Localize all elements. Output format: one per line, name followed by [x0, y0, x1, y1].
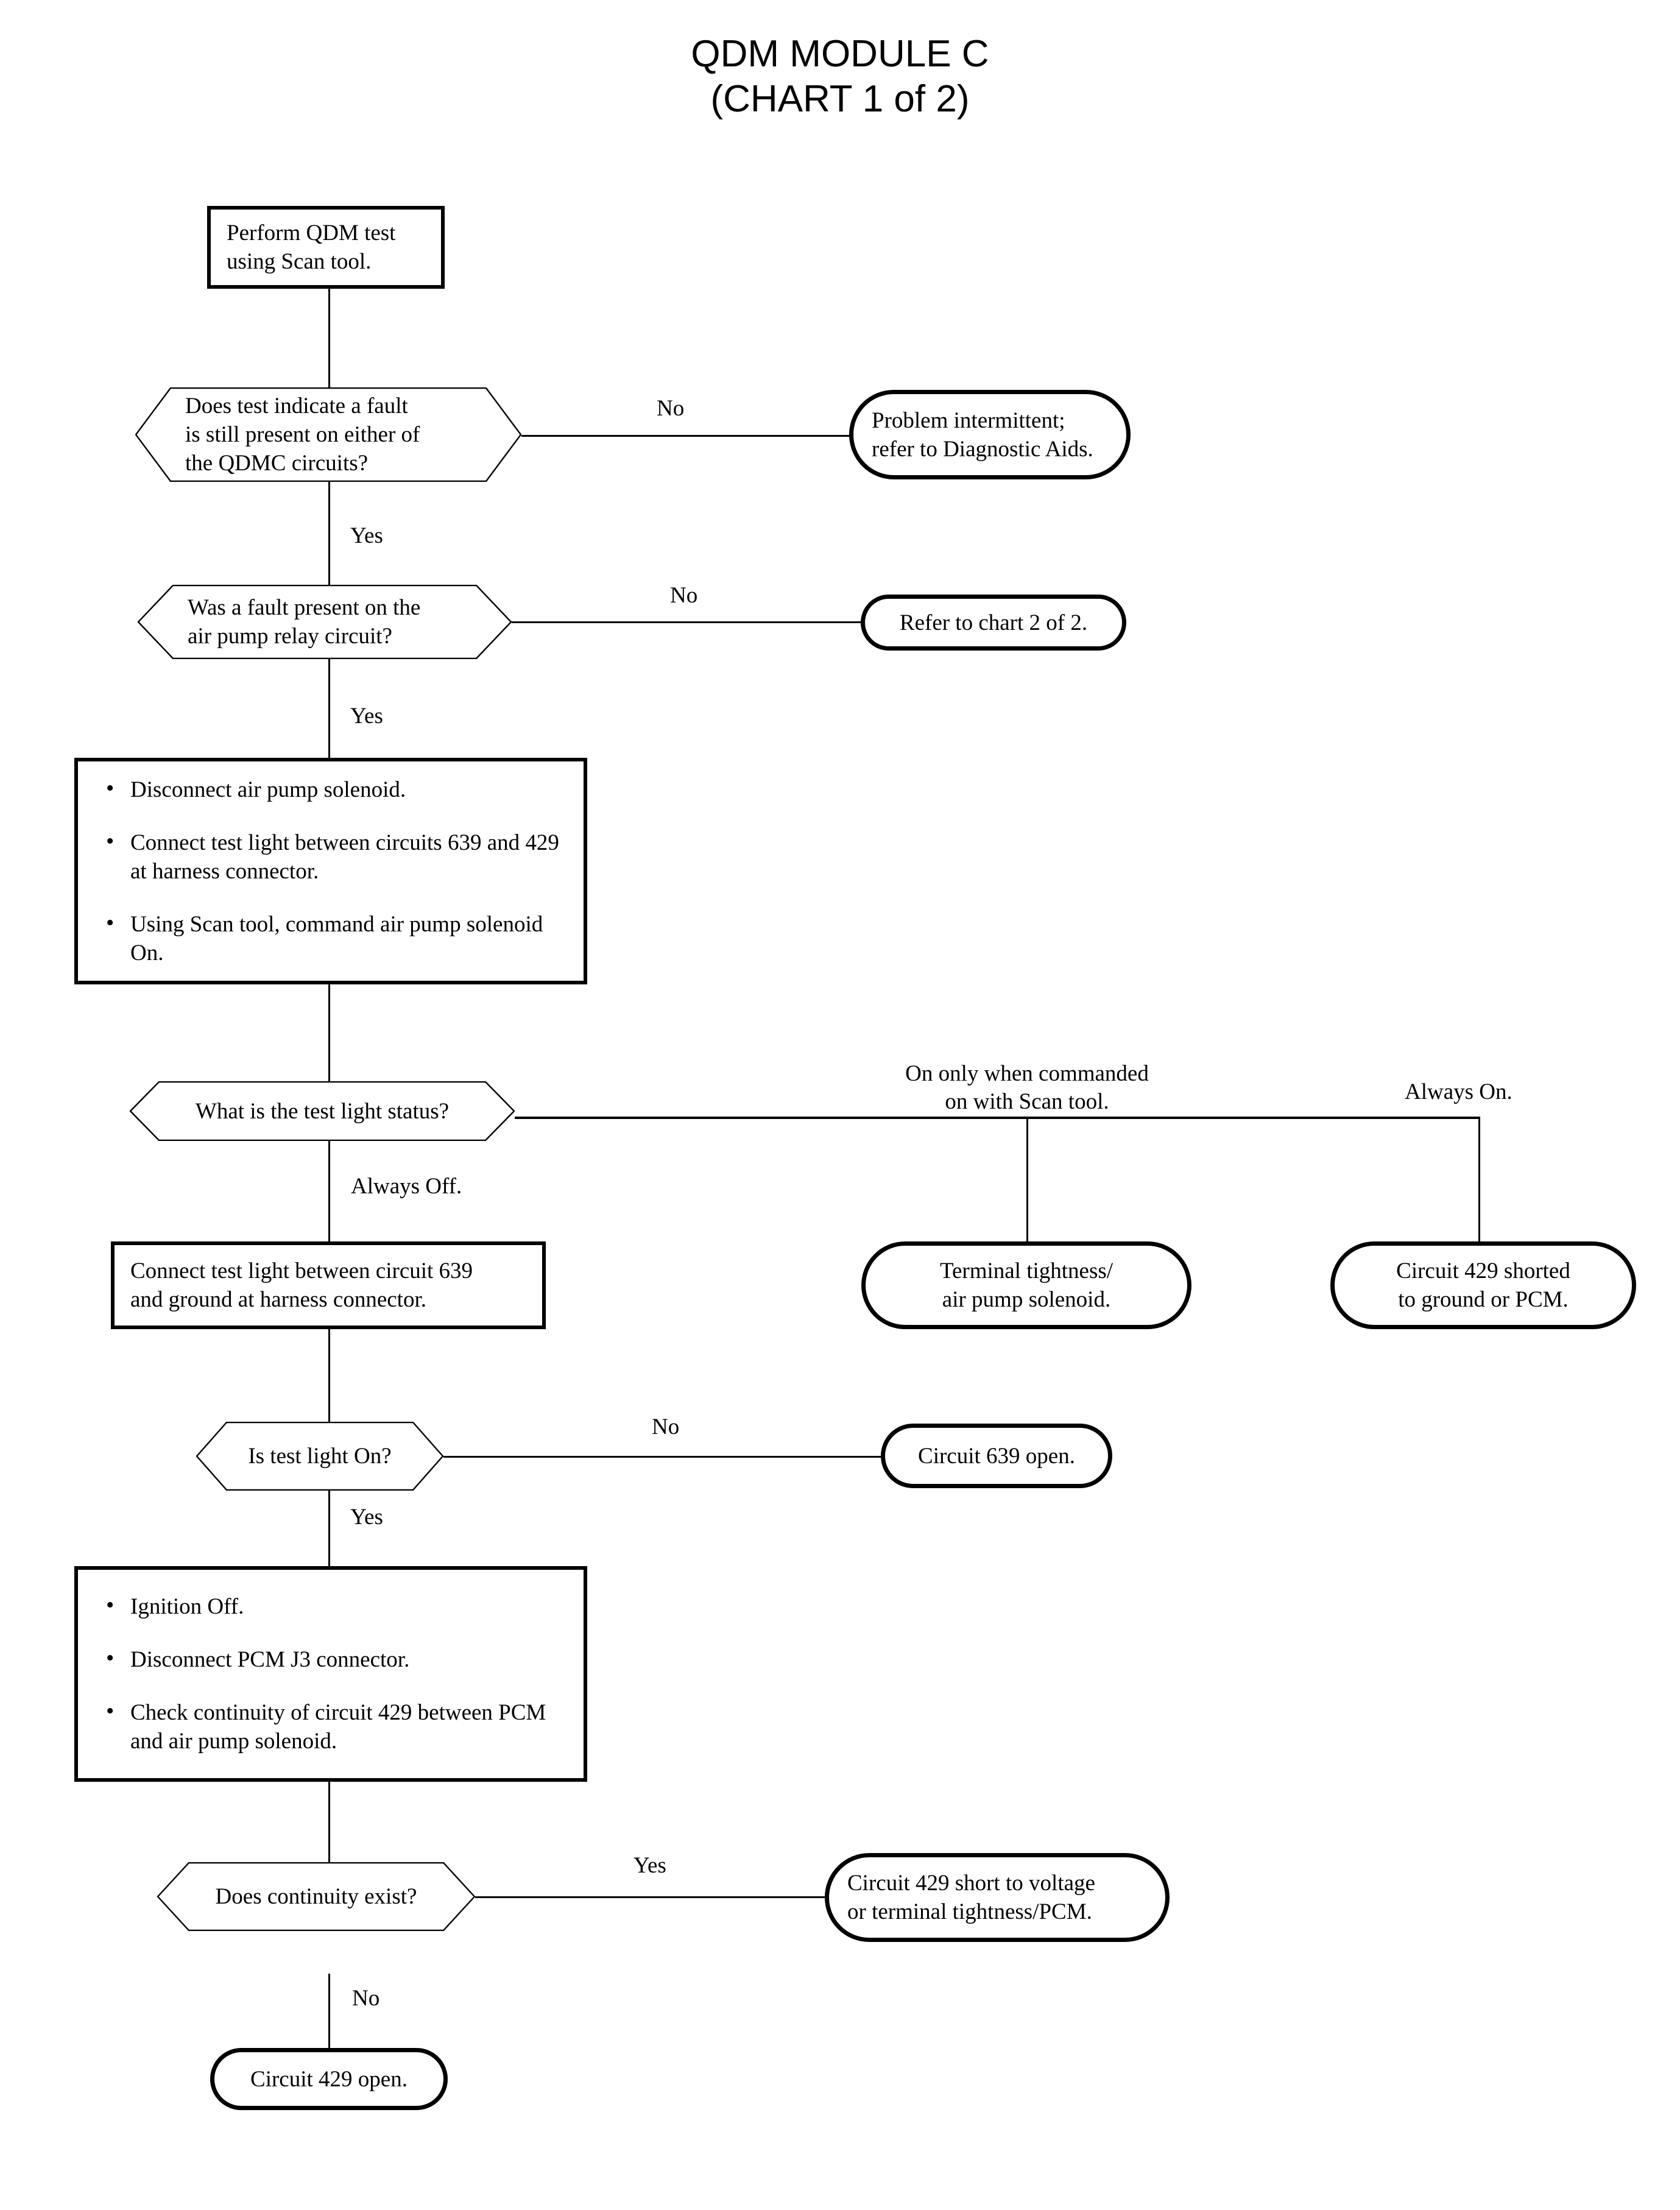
list-item: Ignition Off. [106, 1591, 565, 1621]
connector-d3-branch-bar [515, 1117, 1480, 1119]
edge-label-d5-yes: Yes [634, 1853, 666, 1878]
edge-label-d1-yes: Yes [350, 523, 383, 548]
connector-d3-to-p2 [328, 1138, 330, 1241]
node-text: Problem intermittent; refer to Diagnosti… [872, 408, 1093, 462]
node-terminal-tightness-air-pump[interactable]: Terminal tightness/ air pump solenoid. [861, 1241, 1191, 1329]
list-item: Using Scan tool, command air pump soleno… [106, 909, 565, 967]
page-title: QDM MODULE C (CHART 1 of 2) [0, 32, 1680, 122]
node-text: What is the test light status? [195, 1098, 450, 1124]
edge-label-d2-yes: Yes [350, 704, 383, 729]
connector-p2-to-d4 [328, 1329, 330, 1422]
node-circuit-429-shorted[interactable]: Circuit 429 shorted to ground or PCM. [1330, 1241, 1636, 1329]
node-ignition-disconnect-check[interactable]: Ignition Off. Disconnect PCM J3 connecto… [74, 1566, 587, 1782]
node-what-is-test-light-status[interactable]: What is the test light status? [130, 1081, 515, 1141]
edge-label-d3-middle: On only when commanded on with Scan tool… [905, 1061, 1149, 1114]
hexagon-shape [138, 585, 512, 659]
list-item: Check continuity of circuit 429 between … [106, 1697, 565, 1756]
node-text: Does test indicate a fault is still pres… [185, 394, 420, 476]
connector-d3-middle-drop [1026, 1117, 1028, 1241]
title-line-2: (CHART 1 of 2) [710, 78, 970, 120]
edge-label-d5-no: No [352, 1986, 380, 2011]
node-text: Circuit 429 shorted to ground or PCM. [1396, 1259, 1570, 1312]
edge-label-d1-no: No [657, 396, 685, 421]
list-item: Disconnect PCM J3 connector. [106, 1644, 565, 1674]
connector-d4-to-p3 [328, 1491, 330, 1566]
connector-d1-no [521, 435, 850, 437]
hexagon-shape [135, 387, 521, 482]
connector-d1-to-d2 [328, 481, 330, 585]
node-text: Refer to chart 2 of 2. [899, 610, 1088, 635]
node-text: Circuit 429 short to voltage or terminal… [847, 1871, 1095, 1924]
hexagon-shape [157, 1862, 475, 1931]
connector-d5-yes [475, 1896, 826, 1898]
connector-d2-no [512, 621, 862, 623]
list-item: Connect test light between circuits 639 … [106, 827, 565, 886]
bullet-list: Disconnect air pump solenoid. Connect te… [99, 774, 565, 967]
title-line-1: QDM MODULE C [691, 33, 989, 75]
node-connect-test-light-639-ground[interactable]: Connect test light between circuit 639 a… [111, 1241, 546, 1329]
edge-label-d3-right: Always On. [1405, 1079, 1512, 1104]
node-does-test-indicate-fault[interactable]: Does test indicate a fault is still pres… [135, 387, 521, 482]
connector-p1-to-d3 [328, 983, 330, 1110]
node-circuit-639-open[interactable]: Circuit 639 open. [881, 1424, 1112, 1488]
hexagon-shape [196, 1422, 443, 1491]
connector-d3-right-drop [1478, 1117, 1480, 1241]
node-text: Is test light On? [248, 1444, 392, 1469]
edge-label-d3-down: Always Off. [351, 1174, 462, 1199]
node-disconnect-connect-command[interactable]: Disconnect air pump solenoid. Connect te… [74, 758, 587, 984]
node-text: Does continuity exist? [215, 1884, 417, 1909]
node-circuit-429-short-to-voltage[interactable]: Circuit 429 short to voltage or terminal… [825, 1853, 1170, 1942]
node-is-test-light-on[interactable]: Is test light On? [196, 1422, 443, 1491]
hexagon-shape [130, 1081, 515, 1141]
node-refer-to-chart-2[interactable]: Refer to chart 2 of 2. [861, 595, 1126, 651]
list-item: Disconnect air pump solenoid. [106, 774, 565, 804]
node-perform-qdm-test[interactable]: Perform QDM test using Scan tool. [207, 206, 445, 289]
connector-start-to-d1 [328, 289, 330, 387]
connector-d4-no [443, 1456, 882, 1458]
node-does-continuity-exist[interactable]: Does continuity exist? [157, 1862, 475, 1931]
connector-d5-to-t7 [328, 1974, 330, 2048]
node-fault-on-air-pump-relay[interactable]: Was a fault present on the air pump rela… [138, 585, 512, 659]
edge-label-d4-no: No [652, 1414, 680, 1439]
node-text: Connect test light between circuit 639 a… [130, 1259, 473, 1312]
node-text: Terminal tightness/ air pump solenoid. [939, 1259, 1114, 1312]
connector-d2-to-p1 [328, 653, 330, 758]
node-text: Circuit 639 open. [918, 1443, 1075, 1469]
node-text: Circuit 429 open. [250, 2066, 408, 2092]
node-problem-intermittent[interactable]: Problem intermittent; refer to Diagnosti… [849, 390, 1131, 479]
node-circuit-429-open[interactable]: Circuit 429 open. [210, 2048, 448, 2110]
edge-label-d2-no: No [670, 583, 698, 608]
node-text: Was a fault present on the air pump rela… [188, 595, 421, 649]
bullet-list: Ignition Off. Disconnect PCM J3 connecto… [99, 1591, 565, 1756]
edge-label-d4-yes: Yes [350, 1505, 383, 1530]
node-text: Perform QDM test using Scan tool. [227, 221, 396, 274]
connector-p3-to-d5 [328, 1782, 330, 1893]
